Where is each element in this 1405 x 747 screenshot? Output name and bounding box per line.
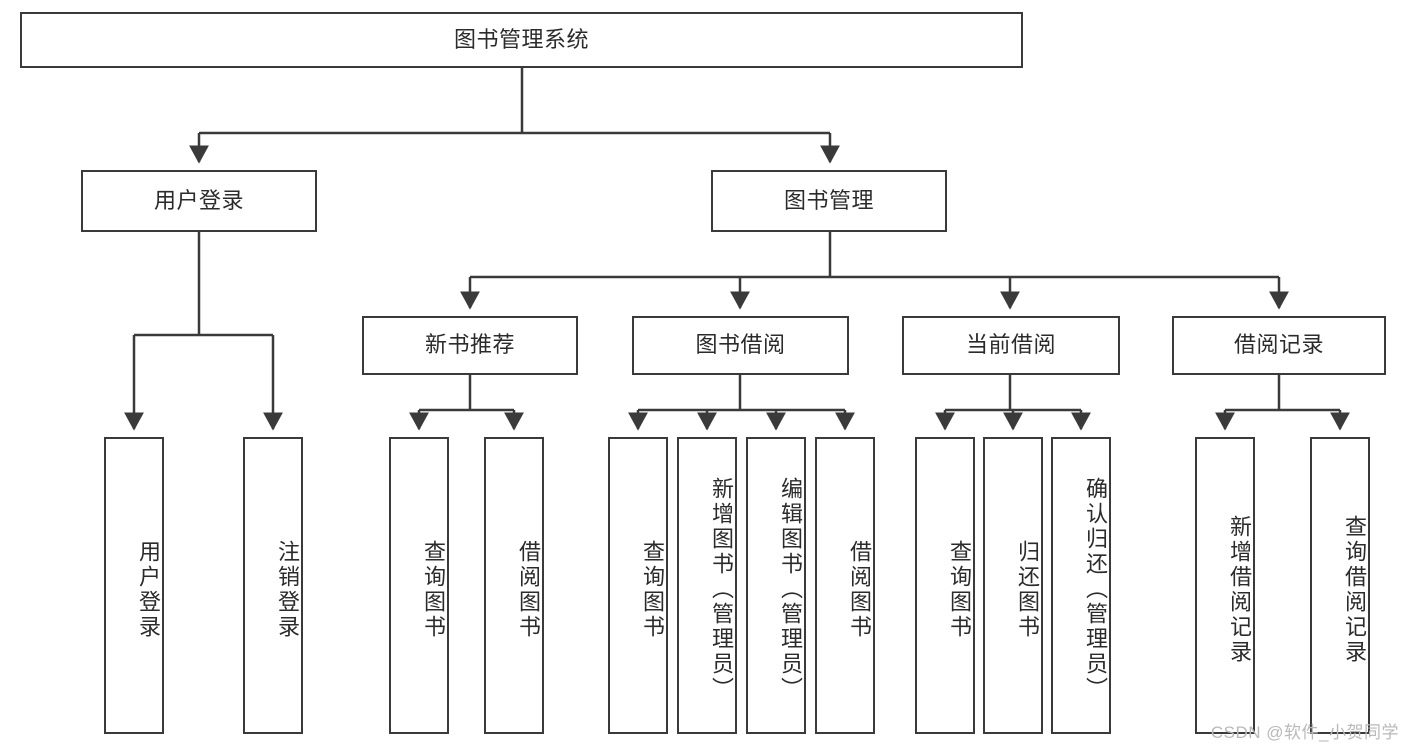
node-book-management-label: 图书管理 bbox=[783, 187, 874, 213]
leaf-edit-book-admin[interactable]: 编辑图书（管理员） bbox=[746, 437, 806, 734]
leaf-label: 借阅图书 bbox=[847, 539, 872, 640]
leaf-borrow-book-newbook[interactable]: 借阅图书 bbox=[484, 437, 544, 734]
node-new-book-recommend-label: 新书推荐 bbox=[424, 332, 515, 358]
node-book-management[interactable]: 图书管理 bbox=[711, 170, 947, 232]
leaf-confirm-return-admin[interactable]: 确认归还（管理员） bbox=[1051, 437, 1111, 734]
node-book-borrow-label: 图书借阅 bbox=[695, 332, 786, 358]
leaf-borrow-book[interactable]: 借阅图书 bbox=[815, 437, 875, 734]
leaf-label: 用户登录 bbox=[136, 539, 161, 640]
node-current-borrow-label: 当前借阅 bbox=[965, 332, 1056, 358]
node-user-login-label: 用户登录 bbox=[153, 187, 244, 213]
leaf-label: 查询图书 bbox=[947, 539, 972, 640]
leaf-label: 查询图书 bbox=[421, 539, 446, 640]
node-book-borrow[interactable]: 图书借阅 bbox=[632, 316, 849, 375]
leaf-add-book-admin[interactable]: 新增图书（管理员） bbox=[677, 437, 737, 734]
leaf-label: 注销登录 bbox=[275, 539, 300, 640]
node-new-book-recommend[interactable]: 新书推荐 bbox=[362, 316, 578, 375]
leaf-label: 新增图书（管理员） bbox=[709, 477, 734, 702]
leaf-label: 编辑图书（管理员） bbox=[778, 477, 803, 702]
leaf-label: 借阅图书 bbox=[516, 539, 541, 640]
leaf-query-book-borrow[interactable]: 查询图书 bbox=[608, 437, 668, 734]
node-user-login[interactable]: 用户登录 bbox=[81, 170, 317, 232]
leaf-label: 归还图书 bbox=[1015, 539, 1040, 640]
leaf-add-borrow-record[interactable]: 新增借阅记录 bbox=[1195, 437, 1255, 734]
leaf-label: 查询图书 bbox=[640, 539, 665, 640]
leaf-return-book[interactable]: 归还图书 bbox=[983, 437, 1043, 734]
node-borrow-record-label: 借阅记录 bbox=[1233, 332, 1324, 358]
node-root-label: 图书管理系统 bbox=[453, 26, 589, 52]
leaf-logout[interactable]: 注销登录 bbox=[243, 437, 303, 734]
leaf-query-borrow-record[interactable]: 查询借阅记录 bbox=[1310, 437, 1370, 734]
leaf-label: 查询借阅记录 bbox=[1342, 514, 1367, 665]
leaf-query-book-newbook[interactable]: 查询图书 bbox=[389, 437, 449, 734]
leaf-label: 新增借阅记录 bbox=[1227, 514, 1252, 665]
leaf-user-login[interactable]: 用户登录 bbox=[104, 437, 164, 734]
node-current-borrow[interactable]: 当前借阅 bbox=[902, 316, 1120, 375]
node-root-system[interactable]: 图书管理系统 bbox=[20, 12, 1023, 68]
leaf-query-book-current[interactable]: 查询图书 bbox=[915, 437, 975, 734]
leaf-label: 确认归还（管理员） bbox=[1083, 477, 1108, 702]
node-borrow-record[interactable]: 借阅记录 bbox=[1172, 316, 1386, 375]
